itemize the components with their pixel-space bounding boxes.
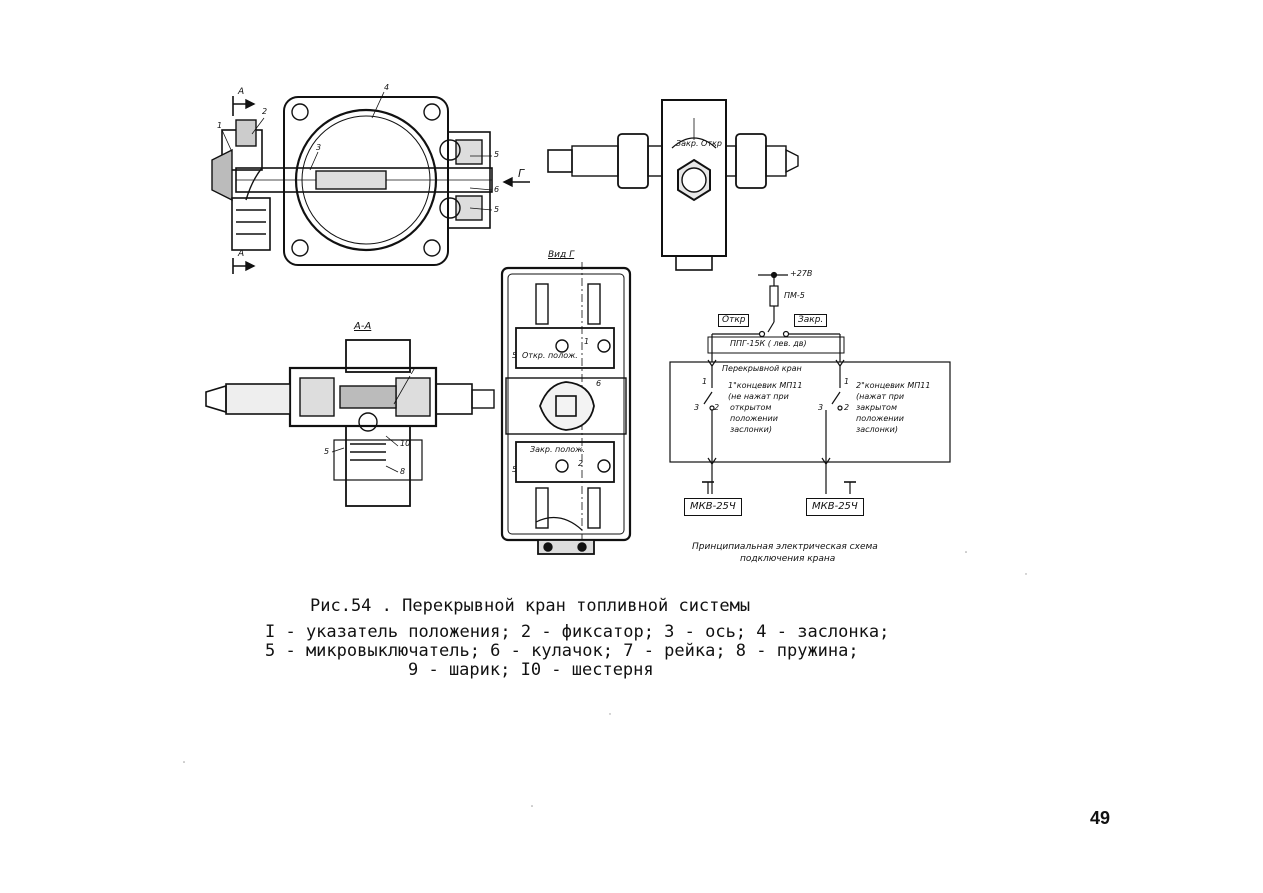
limit1-line: (не нажат при — [728, 392, 789, 401]
view-g-label: Вид Г — [548, 250, 575, 260]
limit1-line: положении — [730, 414, 778, 423]
pin-label: 2 — [844, 403, 850, 412]
section-mark-bottom: А — [238, 249, 245, 259]
limit1-line: открытом — [730, 403, 772, 412]
leader-num: 3 — [316, 143, 322, 152]
scan-specks — [183, 551, 1027, 807]
upper-switch-num: 1 — [584, 337, 590, 346]
electrical-schematic — [669, 271, 951, 494]
figure-title: Рис.54 . Перекрывной кран топливной сист… — [310, 596, 751, 616]
valve-front-view — [211, 91, 530, 274]
arrow-g-label: Г — [518, 167, 525, 180]
limit2-line: закрытом — [856, 403, 897, 412]
pin-label: 1 — [844, 377, 850, 386]
mkv-left: МКВ-25Ч — [684, 498, 742, 516]
leader-num: 7 — [410, 367, 416, 376]
limit1-line: заслонки) — [730, 425, 772, 434]
page-number: 49 — [1090, 808, 1111, 828]
switch-label: ППГ-15К ( лев. дв) — [730, 339, 807, 348]
section-mark-top: А — [238, 87, 245, 97]
lower-switch-label: Закр. полож. — [530, 445, 585, 454]
leader-num: 2 — [262, 107, 268, 116]
pin-label: 3 — [694, 403, 700, 412]
side-num-upper: 5 — [512, 351, 518, 360]
leader-num: 8 — [400, 467, 406, 476]
limit2-line: положении — [856, 414, 904, 423]
valve-label: Перекрывной кран — [722, 364, 802, 373]
fuse-label: ПМ-5 — [784, 291, 805, 300]
handle-text: Закр. Откр — [676, 139, 722, 148]
section-aa-label: А-А — [354, 321, 372, 332]
pin-label: 2 — [714, 403, 720, 412]
upper-switch-label: Откр. полож. — [522, 351, 578, 360]
schematic-caption-line1: Принципиальная электрическая схема — [692, 542, 878, 552]
view-g-drawing — [500, 262, 632, 555]
leader-num: 5 — [494, 150, 500, 159]
legend-line-3: 9 - шарик; I0 - шестерня — [408, 660, 654, 680]
legend-line-1: I - указатель положения; 2 - фиксатор; 3… — [265, 622, 890, 642]
limit1-line: 1"концевик МП11 — [728, 381, 803, 390]
leader-num: 6 — [494, 185, 500, 194]
pin-label: 3 — [818, 403, 824, 412]
schematic-caption-line2: подключения крана — [740, 554, 836, 564]
limit2-line: (нажат при — [856, 392, 905, 401]
legend-line-2: 5 - микровыключатель; 6 - кулачок; 7 - р… — [265, 641, 859, 661]
leader-num: 10 — [400, 439, 411, 448]
pin-label: 1 — [702, 377, 708, 386]
side-num-lower: 5 — [512, 465, 518, 474]
section-aa-view — [205, 339, 495, 507]
leader-num: 5 — [324, 447, 330, 456]
lower-switch-num: 2 — [578, 459, 584, 468]
limit2-line: заслонки) — [856, 425, 898, 434]
cam-num: 6 — [596, 379, 602, 388]
valve-side-view — [547, 99, 799, 271]
mkv-right: МКВ-25Ч — [806, 498, 864, 516]
open-label: Откр — [718, 314, 750, 327]
leader-num: 5 — [494, 205, 500, 214]
close-label: Закр. — [794, 314, 828, 327]
limit2-line: 2"концевик МП11 — [856, 381, 931, 390]
power-label: +27В — [790, 269, 813, 278]
leader-num: 4 — [384, 83, 390, 92]
leader-num: 1 — [217, 121, 223, 130]
